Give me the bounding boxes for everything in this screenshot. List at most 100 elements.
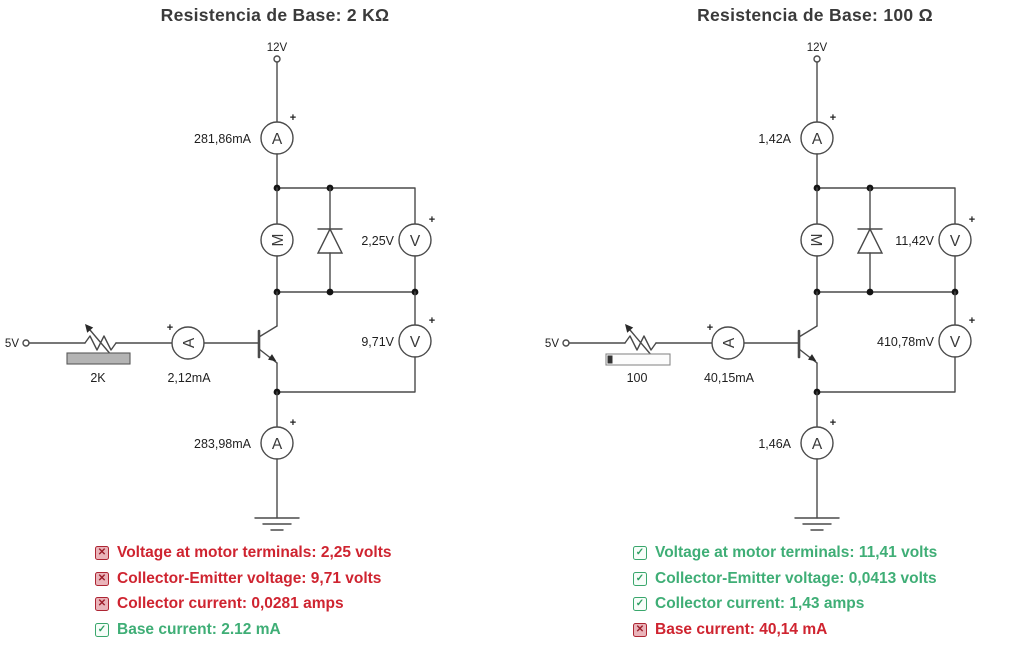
motor-icon: M <box>807 234 824 247</box>
flyback-diode <box>316 187 344 293</box>
voltmeter-icon: V <box>410 334 421 351</box>
base-ammeter: A + 2,12mA <box>167 322 259 385</box>
result-row: ✕ Voltage at motor terminals: 2,25 volts <box>95 544 391 562</box>
ce-voltmeter-value: 410,78mV <box>877 335 935 349</box>
potentiometer-arrow-icon <box>85 324 94 333</box>
base-input-branch: 5V 100 <box>545 324 713 385</box>
potentiometer-slider <box>605 353 671 366</box>
plus-polarity-icon: + <box>707 322 713 334</box>
supply-terminal: 12V <box>807 42 828 123</box>
npn-transistor <box>797 291 821 396</box>
result-text: Voltage at motor terminals: 11,41 volts <box>655 544 938 561</box>
circuit-diagram-2k: 12V A + 281,86mA M <box>5 42 435 531</box>
result-row: ✓ Collector-Emitter voltage: 0,0413 volt… <box>633 570 937 588</box>
collector-ammeter: A + 1,42A <box>758 112 836 189</box>
result-text: Collector-Emitter voltage: 9,71 volts <box>117 569 382 587</box>
result-row: ✓ Collector current: 1,43 amps <box>633 595 937 613</box>
ammeter-icon: A <box>721 337 738 348</box>
emitter-ammeter: A + 1,46A <box>758 391 836 519</box>
input-voltage-label: 5V <box>545 338 559 350</box>
panel-2k: Resistencia de Base: 2 KΩ 12V A + 281,86… <box>0 0 550 540</box>
result-checkbox-icon: ✓ <box>95 622 109 637</box>
plus-polarity-icon: + <box>830 417 836 429</box>
plus-polarity-icon: + <box>290 112 296 124</box>
ground-icon <box>794 517 840 531</box>
supply-terminal: 12V <box>267 42 288 123</box>
result-checkbox-icon: ✕ <box>95 571 109 586</box>
results-list-2k: ✕ Voltage at motor terminals: 2,25 volts… <box>95 544 391 639</box>
base-resistor-value: 100 <box>627 371 648 385</box>
collector-ammeter-value: 1,42A <box>758 132 791 146</box>
emitter-ammeter: A + 283,98mA <box>194 391 296 519</box>
result-row: ✕ Collector-Emitter voltage: 9,71 volts <box>95 570 391 588</box>
result-checkbox-icon: ✓ <box>633 597 647 611</box>
input-voltage-label: 5V <box>5 338 19 350</box>
motor-voltmeter-value: 11,42V <box>895 234 934 248</box>
motor: M <box>800 187 834 293</box>
emitter-arrow-icon <box>808 354 817 362</box>
base-resistor-value: 2K <box>90 371 106 385</box>
result-checkbox-icon: ✕ <box>95 546 109 560</box>
potentiometer-slider <box>66 352 131 365</box>
page-title: Resistencia de Base: 2 KΩ <box>160 5 390 25</box>
result-checkbox-icon: ✕ <box>633 622 647 637</box>
supply-voltage-label: 12V <box>807 42 828 54</box>
motor-voltmeter-value: 2,25V <box>361 234 394 248</box>
potentiometer-slider-thumb <box>607 355 613 364</box>
ammeter-icon: A <box>812 436 823 453</box>
motor: M <box>260 187 294 293</box>
emitter-arrow-icon <box>268 354 277 362</box>
emitter-ammeter-value: 283,98mA <box>194 437 252 451</box>
plus-polarity-icon: + <box>429 315 435 327</box>
result-checkbox-icon: ✓ <box>633 546 647 560</box>
supply-voltage-label: 12V <box>267 42 288 54</box>
voltmeter-icon: V <box>410 233 421 250</box>
plus-polarity-icon: + <box>969 214 975 226</box>
motor-voltmeter: V + 2,25V <box>361 214 435 293</box>
motor-icon: M <box>270 234 287 247</box>
result-text: Base current: 40,14 mA <box>655 620 828 638</box>
voltmeter-icon: V <box>950 334 961 351</box>
base-ammeter: A + 40,15mA <box>704 322 799 385</box>
ammeter-icon: A <box>181 337 198 348</box>
middle-rail-wires <box>273 288 419 296</box>
potentiometer-arrow-icon <box>625 324 634 333</box>
result-text: Base current: 2.12 mA <box>117 620 281 638</box>
base-ammeter-value: 40,15mA <box>704 371 755 385</box>
result-row: ✓ Voltage at motor terminals: 11,41 volt… <box>633 544 937 562</box>
result-checkbox-icon: ✓ <box>633 571 647 586</box>
result-text: Collector current: 1,43 amps <box>655 595 865 612</box>
plus-polarity-icon: + <box>830 112 836 124</box>
emitter-ammeter-value: 1,46A <box>758 437 791 451</box>
base-input-branch: 5V 2K <box>5 324 173 385</box>
result-row: ✓ Base current: 2.12 mA <box>95 621 391 639</box>
plus-polarity-icon: + <box>290 417 296 429</box>
result-text: Collector current: 0,0281 amps <box>117 595 344 612</box>
base-ammeter-value: 2,12mA <box>167 371 211 385</box>
ammeter-icon: A <box>272 436 283 453</box>
collector-emitter-voltmeter: V + 9,71V <box>276 291 435 393</box>
collector-ammeter: A + 281,86mA <box>194 112 296 189</box>
npn-transistor <box>257 291 281 396</box>
ce-voltmeter-value: 9,71V <box>361 335 394 349</box>
ammeter-icon: A <box>272 131 283 148</box>
top-rail-wires <box>273 184 416 225</box>
plus-polarity-icon: + <box>969 315 975 327</box>
voltmeter-icon: V <box>950 233 961 250</box>
result-row: ✕ Base current: 40,14 mA <box>633 621 937 639</box>
result-text: Collector-Emitter voltage: 0,0413 volts <box>655 569 937 587</box>
panel-100: Resistencia de Base: 100 Ω 12V A + 1,42A… <box>540 0 1024 540</box>
motor-voltmeter: V + 11,42V <box>895 214 975 293</box>
page-title: Resistencia de Base: 100 Ω <box>697 5 933 25</box>
plus-polarity-icon: + <box>429 214 435 226</box>
result-text: Voltage at motor terminals: 2,25 volts <box>117 544 392 561</box>
plus-polarity-icon: + <box>167 322 173 334</box>
middle-rail-wires <box>813 288 959 296</box>
result-checkbox-icon: ✕ <box>95 597 109 611</box>
circuit-diagram-100: 12V A + 1,42A M <box>545 42 975 531</box>
collector-emitter-voltmeter: V + 410,78mV <box>816 291 975 393</box>
result-row: ✕ Collector current: 0,0281 amps <box>95 595 391 613</box>
top-rail-wires <box>813 184 956 225</box>
flyback-diode <box>856 187 884 293</box>
